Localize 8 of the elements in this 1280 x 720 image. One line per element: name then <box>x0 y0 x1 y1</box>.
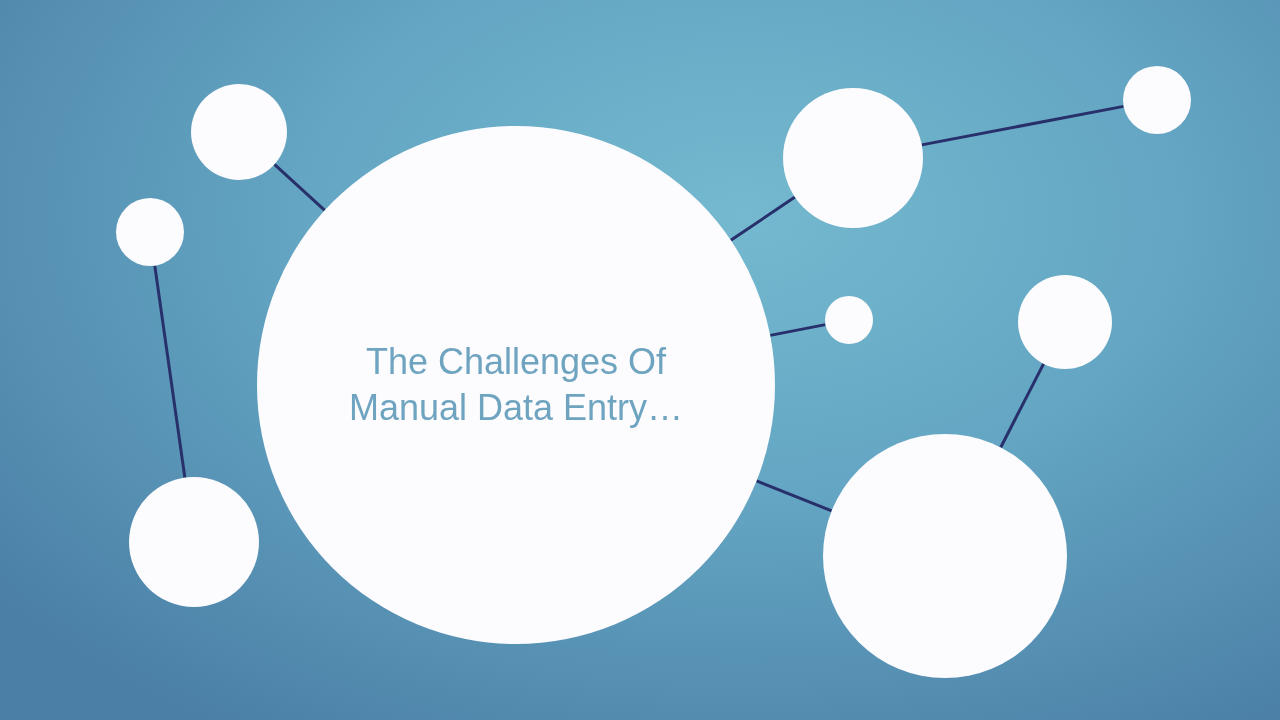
connector-line <box>999 363 1045 449</box>
connector-line <box>153 265 187 478</box>
connector-line <box>921 104 1124 147</box>
connector-line <box>769 323 826 337</box>
connector-line <box>756 479 833 513</box>
connector-line <box>273 163 326 212</box>
connector-line <box>729 195 796 242</box>
circle-title-text: The Challenges Of Manual Data Entry… <box>347 340 685 430</box>
